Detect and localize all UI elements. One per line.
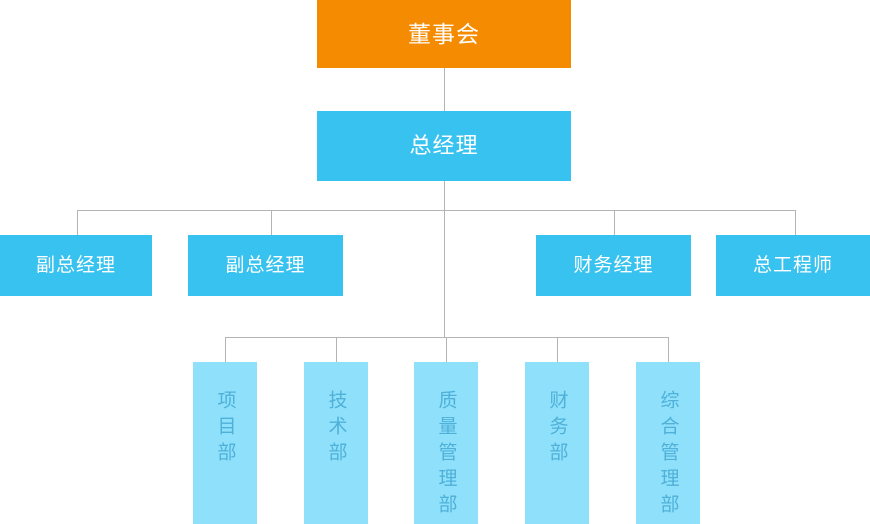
connector-drop-project-dept — [225, 337, 226, 362]
connector-board-to-gm — [444, 68, 445, 111]
node-finance-department-label: 财务部 — [546, 390, 568, 468]
connector-drop-deputy-gm-2 — [271, 210, 272, 235]
connector-drop-finance-manager — [614, 210, 615, 235]
node-board-of-directors[interactable]: 董事会 — [317, 0, 571, 68]
node-technical-department-label: 技术部 — [325, 390, 347, 468]
node-deputy-general-manager-2-label: 副总经理 — [225, 254, 306, 276]
node-general-administration-department-label: 综合管理部 — [657, 390, 679, 520]
node-finance-manager-label: 财务经理 — [573, 254, 654, 276]
connector-drop-tech-dept — [336, 337, 337, 362]
connector-drop-quality-dept — [446, 337, 447, 362]
node-project-department[interactable]: 项目部 — [193, 362, 257, 524]
node-quality-management-department-label: 质量管理部 — [435, 390, 457, 520]
node-board-of-directors-label: 董事会 — [408, 20, 480, 47]
connector-level3-bus — [77, 210, 796, 211]
node-deputy-general-manager-1-label: 副总经理 — [35, 254, 116, 276]
node-finance-manager[interactable]: 财务经理 — [536, 235, 691, 296]
connector-drop-finance-dept — [557, 337, 558, 362]
node-general-manager-label: 总经理 — [409, 133, 479, 159]
node-general-administration-department[interactable]: 综合管理部 — [636, 362, 700, 524]
connector-drop-chief-engineer — [795, 210, 796, 235]
node-finance-department[interactable]: 财务部 — [525, 362, 589, 524]
node-quality-management-department[interactable]: 质量管理部 — [414, 362, 478, 524]
node-general-manager[interactable]: 总经理 — [317, 111, 571, 181]
node-deputy-general-manager-1[interactable]: 副总经理 — [0, 235, 152, 296]
node-chief-engineer-label: 总工程师 — [752, 254, 833, 276]
connector-drop-deputy-gm-1 — [77, 210, 78, 235]
connector-gm-spine — [444, 181, 445, 337]
node-chief-engineer[interactable]: 总工程师 — [716, 235, 870, 296]
connector-drop-general-admin-dept — [668, 337, 669, 362]
node-project-department-label: 项目部 — [214, 390, 236, 468]
node-deputy-general-manager-2[interactable]: 副总经理 — [188, 235, 343, 296]
node-technical-department[interactable]: 技术部 — [304, 362, 368, 524]
